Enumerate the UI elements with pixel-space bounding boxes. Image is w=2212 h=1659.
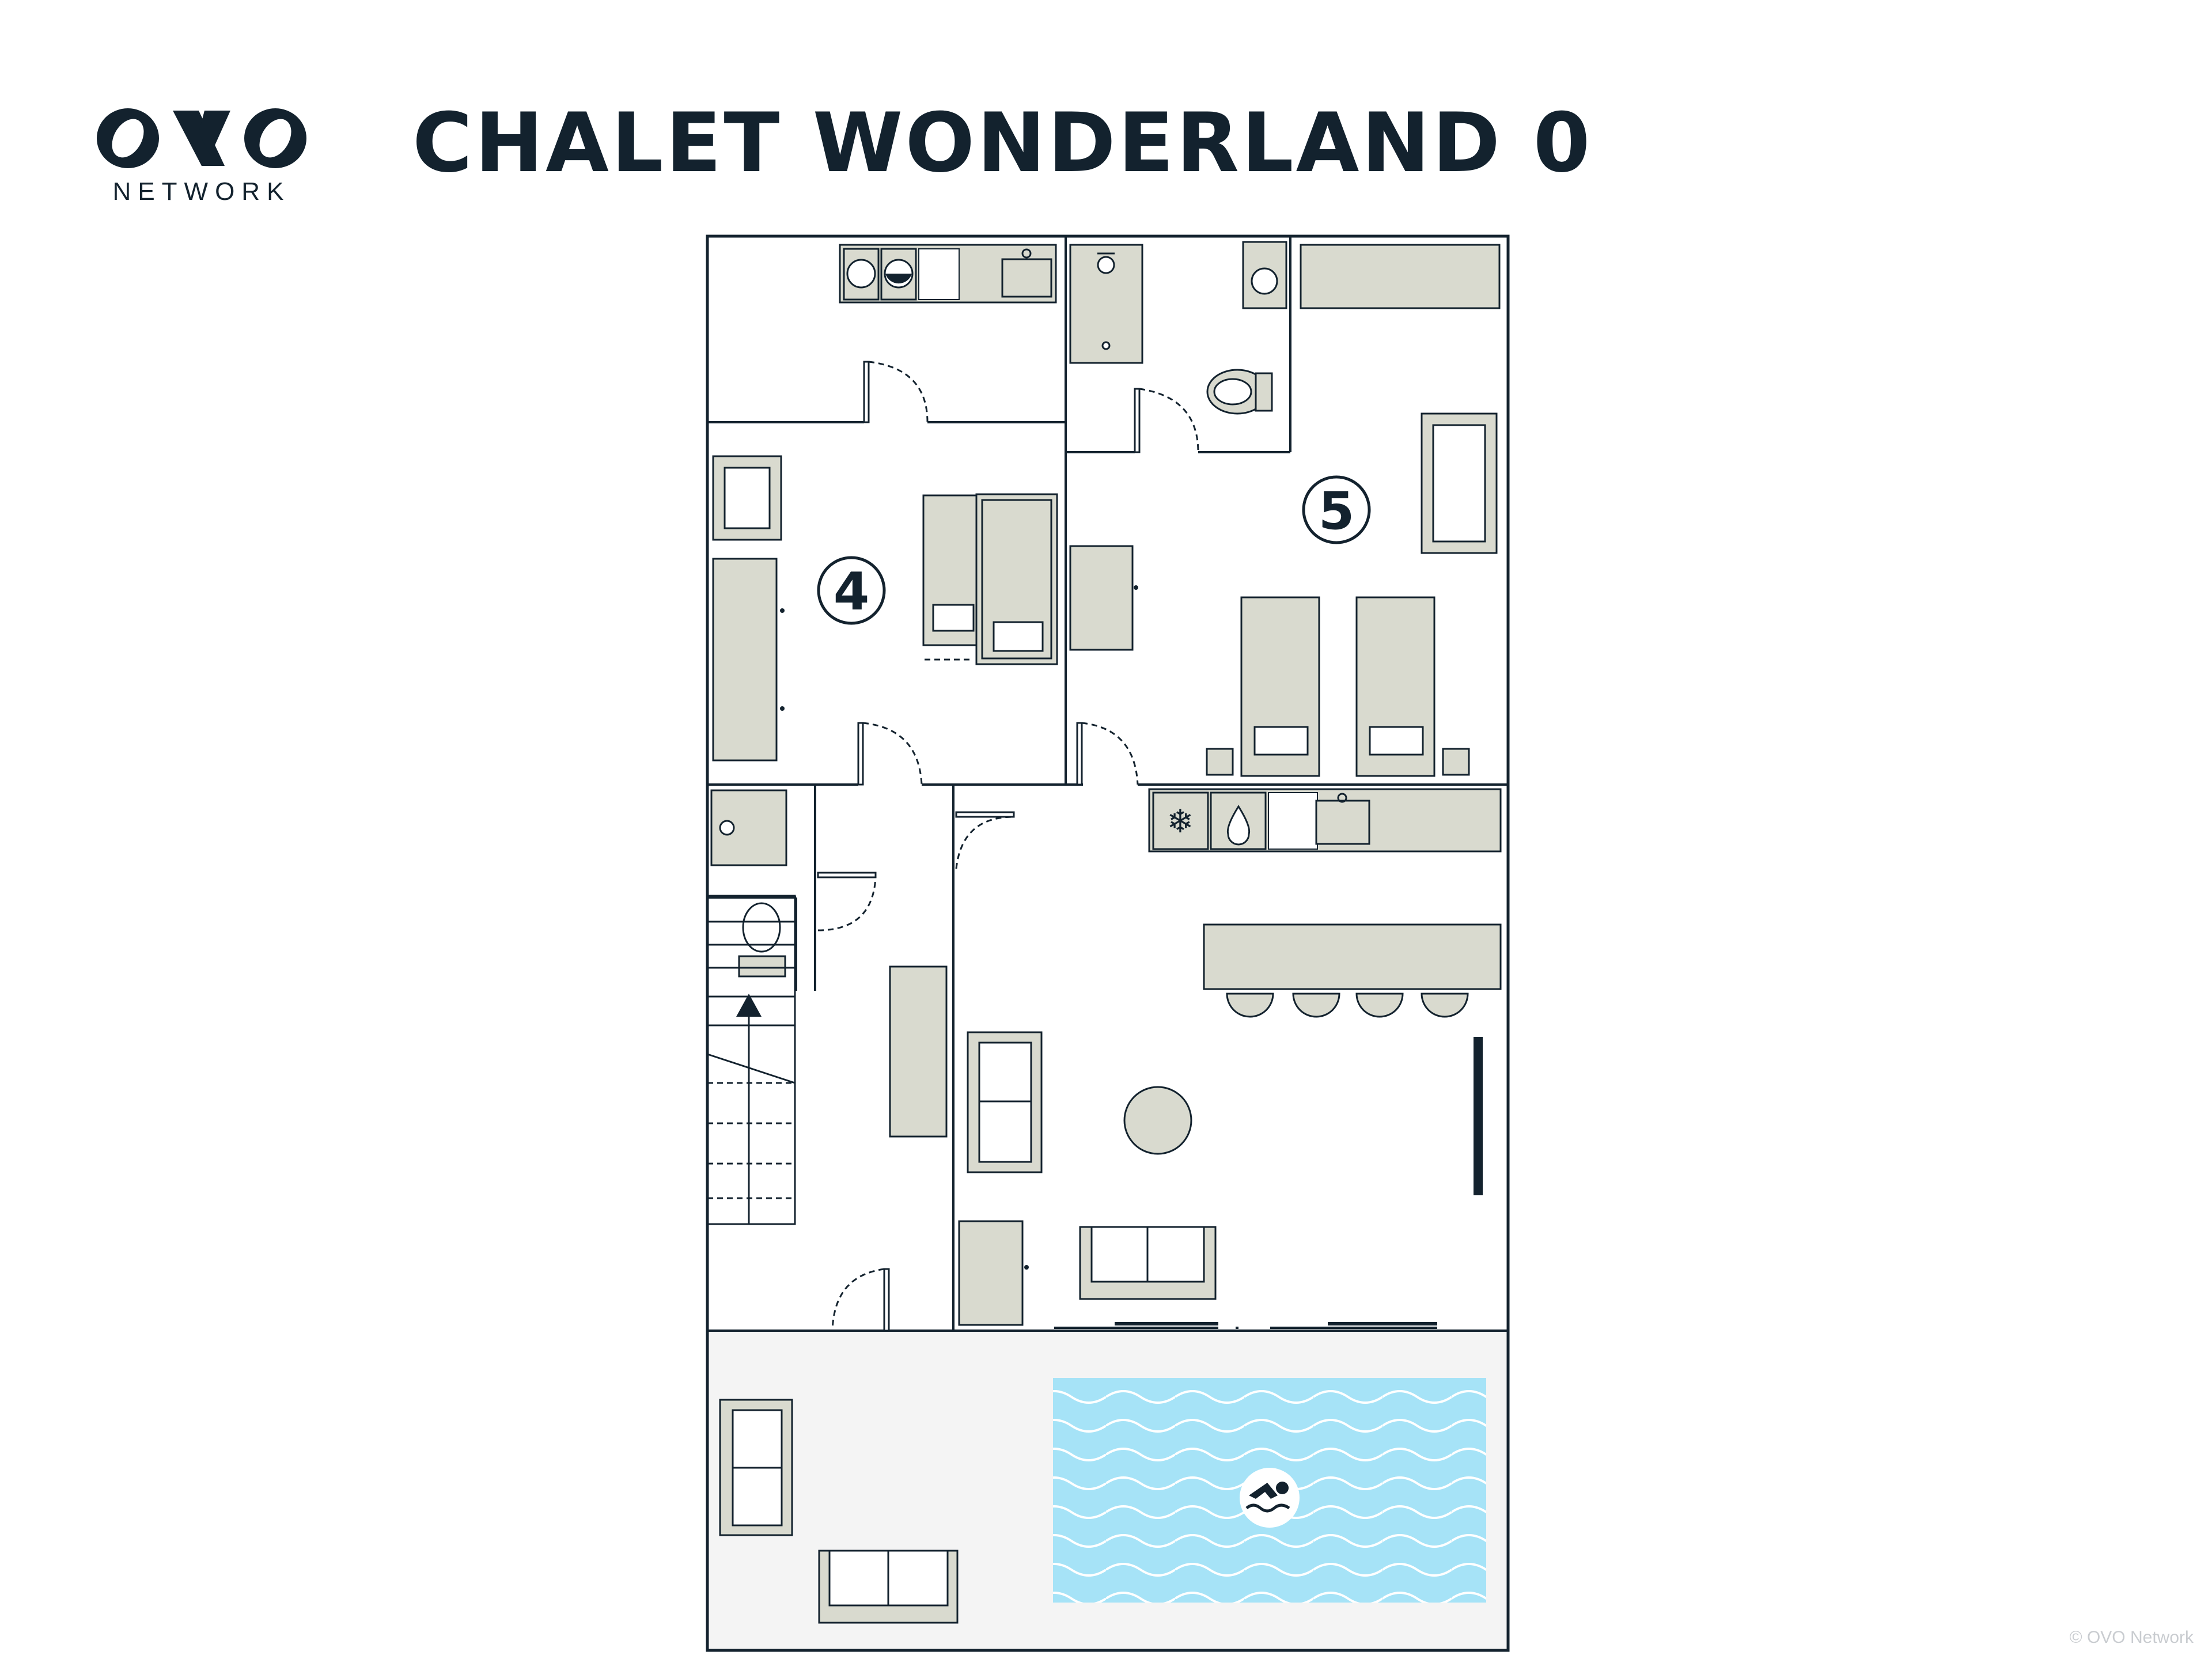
terrace-furniture [719, 1399, 959, 1624]
room-4-number: 4 [834, 562, 870, 622]
wardrobe-room-5 [1300, 244, 1501, 309]
lower-bathroom [710, 789, 787, 978]
living-area [958, 1031, 1483, 1326]
room-4-furniture [712, 455, 1058, 762]
dryer-icon [846, 259, 876, 289]
tv-icon [1474, 1037, 1483, 1195]
interior-walls [707, 236, 1508, 1332]
page-title: CHALET WONDERLAND 0 [412, 96, 1593, 191]
stairs-arrow-icon [736, 994, 762, 1017]
upper-bathroom [1069, 241, 1287, 415]
copyright-notice: © OVO Network [2069, 1628, 2194, 1647]
logo-wordmark: NETWORK [112, 177, 291, 206]
staircase [706, 895, 796, 1225]
kitchen-island [1203, 923, 1502, 990]
kitchen-counter: ❄ [1148, 788, 1502, 1018]
swimming-pool [1053, 1378, 1486, 1603]
swimmer-icon [1245, 1482, 1290, 1513]
room-5-furniture [1069, 412, 1498, 777]
faucet-icon [1021, 248, 1032, 259]
laundry-counter [839, 244, 1057, 304]
water-drop-icon [1226, 805, 1251, 846]
fridge-icon: ❄ [1167, 803, 1194, 840]
coffee-table [1123, 1086, 1192, 1155]
ovo-logo [97, 108, 306, 168]
room-5-number: 5 [1319, 481, 1355, 541]
doors [817, 361, 1437, 1332]
room-5-badge [1302, 475, 1371, 544]
room-4-badge [817, 556, 886, 625]
hall-bench [889, 965, 948, 1138]
bar-stools [1226, 993, 1469, 1018]
sliding-doors [1054, 1322, 1437, 1329]
